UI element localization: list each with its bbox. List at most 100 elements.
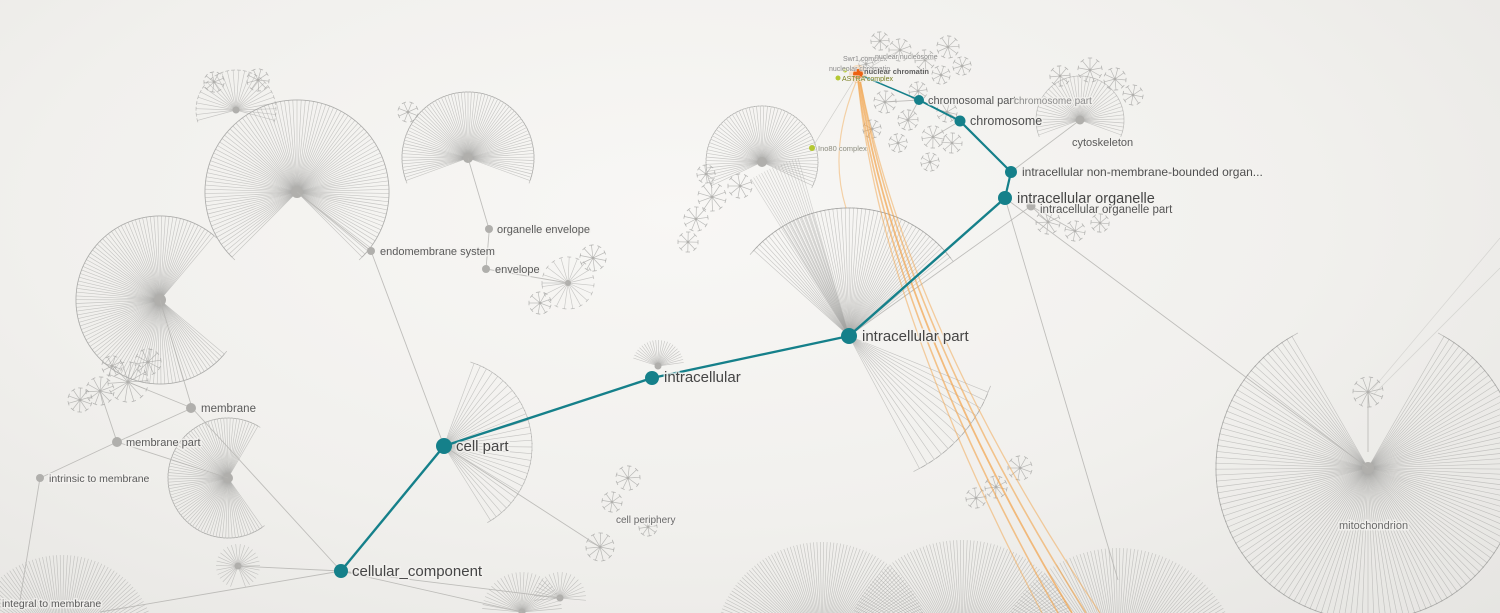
label-intracellular-part: intracellular part [862,328,970,345]
star-spoke [907,112,916,121]
star-spoke [705,166,712,175]
fan-spoke [217,556,239,567]
node-endomembrane-system[interactable] [367,247,375,255]
node-chromosomal-part[interactable] [914,95,924,105]
fan-spoke [1036,119,1081,124]
fan-hub[interactable] [654,362,662,370]
fan-spoke [78,299,161,319]
node-organelle-envelope[interactable] [485,225,493,233]
node-ino80-node[interactable] [809,145,815,151]
fan-spoke [1197,598,1218,613]
fan-spoke [213,419,229,479]
star-spoke [1019,463,1032,469]
fan-spoke [1079,119,1124,124]
fan-spoke [211,78,237,111]
spoke-tip [612,547,615,552]
fan-spoke [567,282,592,294]
spoke-tip [1103,79,1106,85]
fan-spoke [296,191,363,258]
spoke-tip [209,71,215,74]
fan-spoke [1367,467,1448,598]
star-spoke [705,172,715,175]
star-spoke [124,381,129,402]
spoke-tip [137,363,142,368]
fan-spoke [1344,467,1369,613]
teal-edge [443,376,653,448]
node-astra-node[interactable] [835,75,841,81]
fan-spoke [159,299,192,379]
fan-spoke [641,345,659,367]
spoke-tip [265,71,269,76]
star-spoke [141,350,149,363]
node-membrane[interactable] [186,403,196,413]
fan-hub[interactable] [232,106,240,114]
node-chromosome[interactable] [954,115,966,127]
fan-spoke [956,540,961,613]
spoke-tip [1038,100,1041,105]
fan-spoke [1169,579,1201,613]
spoke-tip [525,469,530,478]
fan-spoke [159,299,173,384]
fan-spoke [1356,467,1369,613]
fan-spoke [216,418,229,479]
node-cell-part[interactable] [436,438,452,454]
fan-spoke [834,547,858,613]
fan-spoke [1079,119,1123,132]
fan-spoke [226,565,239,585]
spoke-tip [139,394,144,399]
node-cellular-component[interactable] [334,564,348,578]
node-membrane-part[interactable] [112,437,122,447]
node-intracellular-organelle[interactable] [998,191,1012,205]
fan-spoke [848,210,875,337]
fan-spoke [21,563,46,613]
fan-hub[interactable] [757,157,767,167]
node-cytoskeleton[interactable] [1075,115,1085,125]
star-spoke [1123,92,1134,96]
spoke-tip [1071,75,1076,78]
fan-spoke [1299,467,1369,604]
node-intrinsic-to-membrane[interactable] [36,474,44,482]
node-intracellular-nmb-organelle[interactable] [1005,166,1017,178]
node-chromatin-node[interactable] [842,67,848,73]
star-spoke [871,128,881,134]
star-spoke [99,390,111,402]
spoke-tip [543,292,548,295]
spoke-tip [217,88,222,92]
fan-spoke [190,430,229,479]
node-selected-node[interactable] [853,69,863,79]
fan-spoke [557,572,561,599]
spoke-tip [592,275,595,280]
fan-spoke [785,224,850,337]
star-spoke [698,168,707,175]
node-intracellular-part[interactable] [841,328,857,344]
fan-spoke [881,571,921,613]
fan-spoke [443,426,530,447]
fan-spoke [761,123,804,163]
fan-spoke [235,70,240,111]
spoke-tip [879,124,882,129]
node-envelope[interactable] [482,265,490,273]
spoke-tip [509,387,516,394]
node-intracellular[interactable] [645,371,659,385]
node-intracellular-organelle-part[interactable] [1026,201,1036,211]
fan-spoke [159,299,225,355]
fan-spoke [467,130,529,159]
star-spoke [647,525,657,528]
fan-spoke [761,145,816,163]
fan-spoke [848,222,910,337]
star-spoke [147,361,155,374]
fan-spoke [828,543,841,613]
fan-spoke [159,223,195,301]
star-spoke [147,359,161,363]
fan-spoke [1079,119,1122,136]
star-spoke [647,519,654,528]
fan-spoke [188,432,229,479]
fan-spoke [75,560,96,613]
fan-spoke [981,550,1011,613]
gray-edge [340,570,523,613]
fan-spoke [889,564,928,613]
fan-spoke [1367,467,1491,559]
fan-spoke [1054,83,1081,121]
